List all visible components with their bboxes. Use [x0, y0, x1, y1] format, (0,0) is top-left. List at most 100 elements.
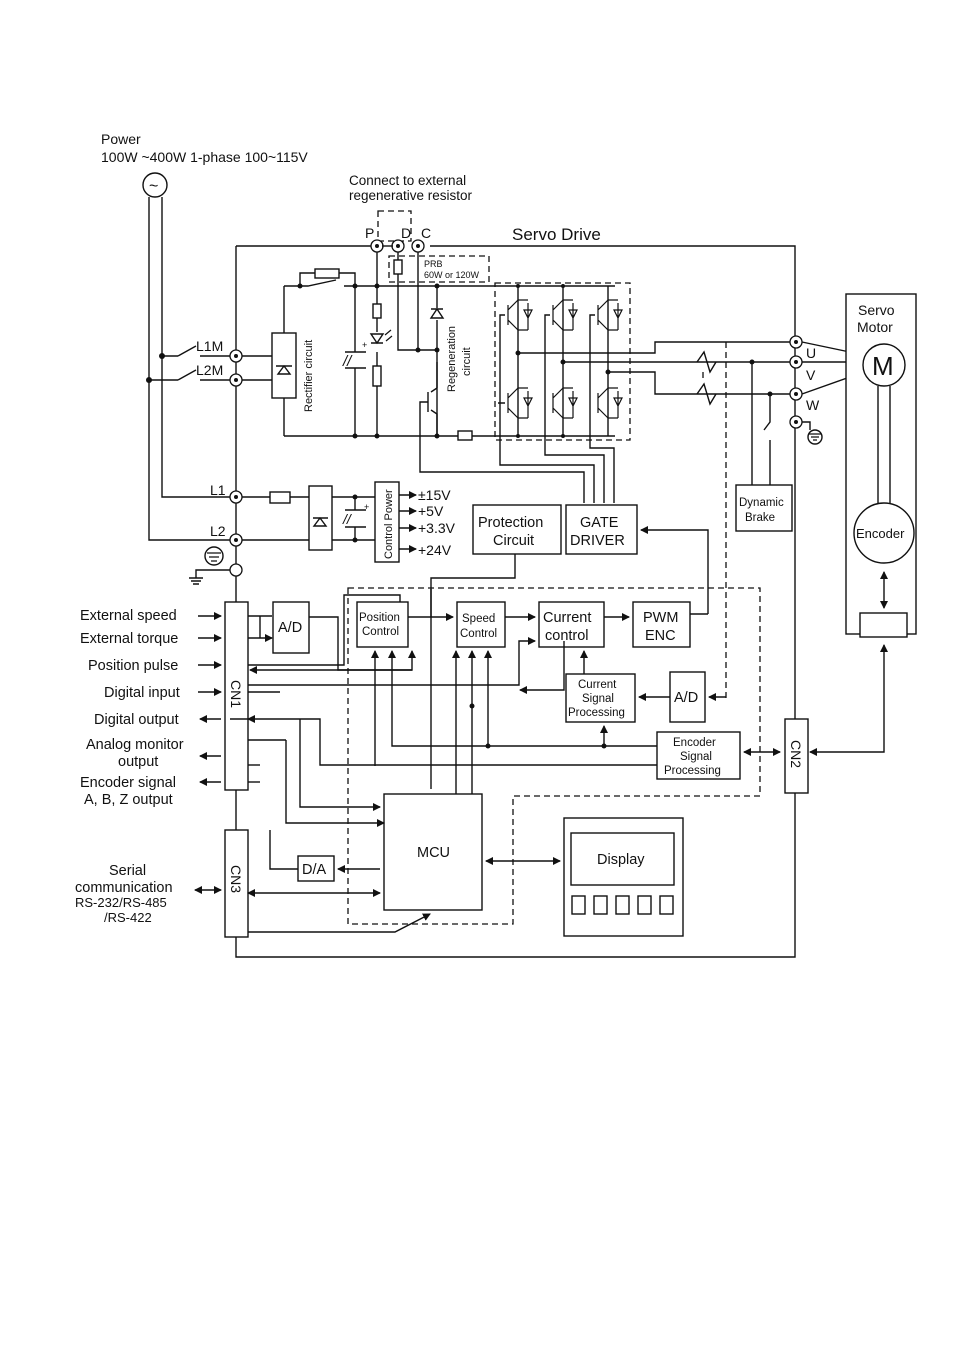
cn3-connector [224, 829, 249, 938]
voltage-15v: ±15V [418, 487, 451, 503]
csp-label-3: Processing [568, 707, 625, 719]
terminal-d [391, 239, 405, 253]
servo-drive-title: Servo Drive [512, 225, 601, 244]
terminal-l2-label: L2 [210, 523, 226, 539]
regen-note-line1: Connect to external [349, 173, 466, 188]
current-control-label: Current [543, 610, 591, 626]
control-power-block [374, 481, 400, 563]
terminal-l1m-label: L1M [196, 338, 223, 354]
csp-label-2: Signal [582, 693, 614, 705]
pwm-enc-label: PWM [643, 610, 678, 626]
cn2-label: CN2 [788, 740, 804, 768]
encoder-signal-label-2: A, B, Z output [84, 792, 173, 808]
gate-driver-label-2: DRIVER [570, 533, 625, 549]
gate-driver-label: GATE [580, 515, 619, 531]
ad-label-right: A/D [674, 690, 698, 706]
current-signal-processing-block [565, 673, 636, 723]
encoder-block [853, 502, 915, 564]
terminal-w [789, 387, 803, 401]
encoder-signal-label: Encoder signal [80, 775, 176, 791]
terminal-l2m [229, 373, 243, 387]
terminal-l2m-label: L2M [196, 362, 223, 378]
protection-circuit-label: Protection [478, 515, 543, 531]
mcu-label: MCU [417, 845, 450, 861]
terminal-l1m [229, 349, 243, 363]
serial-label: Serial [109, 863, 146, 879]
terminal-ground-pe [789, 415, 803, 429]
csp-label: Current [578, 679, 617, 691]
ground-icon-left [204, 546, 224, 566]
regen-note-line2: regenerative resistor [349, 188, 473, 203]
control-power-label: Control Power [383, 489, 395, 559]
terminal-ground [229, 563, 243, 577]
pwm-enc-label-2: ENC [645, 628, 676, 644]
encoder-label: Encoder [856, 526, 905, 541]
io-label-external-torque: External torque [80, 631, 178, 647]
serial-label-4: /RS-422 [104, 910, 152, 925]
serial-label-3: RS-232/RS-485 [75, 895, 167, 910]
regeneration-label-2: circuit [461, 347, 473, 376]
ad-block-left [272, 601, 310, 654]
mcu-block [383, 793, 483, 911]
da-label: D/A [302, 862, 327, 878]
position-control-label-2: Control [362, 626, 399, 638]
pwm-enc-block [632, 601, 691, 648]
encoder-connector [859, 612, 908, 638]
dynamic-brake-label-2: Brake [745, 512, 775, 524]
prb-rating: 60W or 120W [424, 270, 480, 280]
motor-icon [862, 343, 906, 387]
svg-text:+: + [364, 502, 369, 512]
voltage-24v: +24V [418, 542, 452, 558]
io-label-external-speed: External speed [80, 608, 177, 624]
analog-monitor-label-2: output [118, 754, 158, 770]
inverter-igbt-bridge [507, 284, 623, 438]
rectifier-circuit-label: Rectifier circuit [303, 340, 315, 412]
cn1-label: CN1 [228, 680, 244, 708]
esp-label-3: Processing [664, 765, 721, 777]
terminal-d-label: D [401, 225, 411, 241]
terminal-v-label: V [806, 367, 816, 383]
display-screen [570, 832, 675, 886]
dynamic-brake-label: Dynamic [739, 497, 784, 509]
terminal-c [411, 239, 425, 253]
terminal-u-label: U [806, 345, 816, 361]
svg-text:+: + [362, 340, 367, 350]
bus-capacitor-symbol: // [342, 353, 353, 370]
power-spec: 100W ~400W 1-phase 100~115V [101, 149, 308, 165]
protection-circuit-label-2: Circuit [493, 533, 534, 549]
io-label-digital-output: Digital output [94, 712, 179, 728]
speed-control-label-2: Control [460, 628, 497, 640]
position-control-label: Position [359, 612, 400, 624]
current-control-block [538, 601, 605, 648]
prb-label: PRB [424, 259, 443, 269]
terminal-w-label: W [806, 397, 820, 413]
gate-driver-block [565, 504, 638, 555]
terminal-l2 [229, 533, 243, 547]
motor-symbol: M [872, 351, 894, 381]
io-label-digital-input: Digital input [104, 685, 180, 701]
voltage-3v3: +3.3V [418, 520, 456, 536]
cn2-connector [784, 718, 809, 794]
terminal-v [789, 355, 803, 369]
terminal-p [370, 239, 384, 253]
ad-label-left: A/D [278, 620, 302, 636]
ground-icon [807, 429, 823, 445]
display-label: Display [597, 852, 645, 868]
esp-label-2: Signal [680, 751, 712, 763]
cn3-label: CN3 [228, 865, 244, 893]
speed-control-block [456, 601, 506, 648]
current-control-label-2: control [545, 628, 589, 644]
analog-monitor-label: Analog monitor [86, 737, 184, 753]
svg-text://: // [342, 511, 353, 527]
da-block [297, 855, 335, 882]
power-title: Power [101, 131, 141, 147]
terminal-u [789, 335, 803, 349]
servo-motor-label-2: Motor [857, 319, 893, 335]
esp-label: Encoder [673, 737, 716, 749]
terminal-l1 [229, 490, 243, 504]
terminal-p-label: P [365, 225, 374, 241]
position-control-block [356, 601, 409, 648]
servo-motor-label: Servo [858, 302, 895, 318]
terminal-l1-label: L1 [210, 482, 226, 498]
